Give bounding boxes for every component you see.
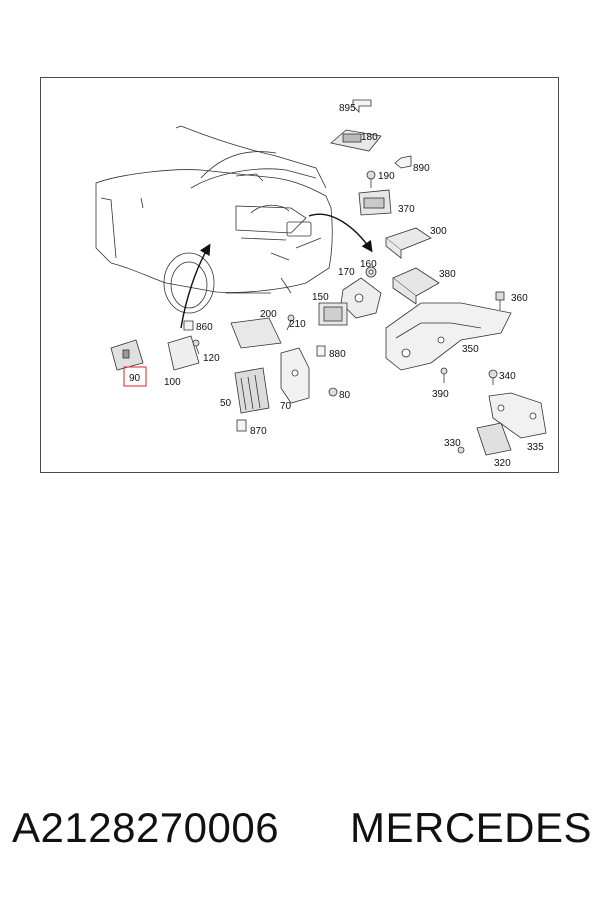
footer: A2128270006 MERCEDES: [0, 800, 600, 860]
part-100-module: [167, 335, 200, 371]
callout-210: 210: [289, 319, 306, 330]
part-160-washer: [365, 266, 377, 278]
part-70-bracket: [280, 347, 310, 404]
brand-name: MERCEDES: [350, 804, 593, 851]
part-360-screw: [495, 291, 505, 310]
callout-380: 380: [439, 269, 456, 280]
part-120-screw: [192, 339, 200, 355]
part-335-bracket: [488, 392, 547, 439]
part-330-screw: [457, 446, 465, 454]
callout-320: 320: [494, 458, 511, 469]
part-880-tag: [316, 345, 326, 357]
callout-300: 300: [430, 226, 447, 237]
part-370-module: [358, 189, 392, 216]
part-890-tag: [394, 155, 412, 169]
part-200-module: [230, 317, 282, 349]
callout-70: 70: [280, 401, 292, 412]
callout-370: 370: [398, 204, 415, 215]
arrow-right: [308, 213, 373, 253]
callout-190: 190: [378, 171, 395, 182]
part-80-nut: [328, 387, 338, 397]
part-150-module: [318, 302, 348, 326]
callout-860: 860: [196, 322, 213, 333]
part-390-screw: [440, 367, 448, 383]
callout-350: 350: [462, 344, 479, 355]
part-number: A2128270006: [12, 804, 280, 851]
part-300-module: [385, 227, 432, 259]
callout-90: 90: [129, 373, 141, 384]
callout-340: 340: [499, 371, 516, 382]
callout-360: 360: [511, 293, 528, 304]
callout-180: 180: [361, 132, 378, 143]
arrow-left: [180, 243, 211, 329]
car-outline: [95, 125, 333, 314]
part-90-module: [110, 339, 144, 371]
part-870-tag: [236, 419, 247, 432]
callout-330: 330: [444, 438, 461, 449]
parts-diagram-frame: 895 180 890 190 370 300 160 170 380 360 …: [40, 77, 559, 473]
part-50-module: [234, 367, 270, 414]
callout-895: 895: [339, 103, 356, 114]
callout-80: 80: [339, 390, 351, 401]
callout-890: 890: [413, 163, 430, 174]
callout-90-highlight: [123, 366, 147, 387]
callout-880: 880: [329, 349, 346, 360]
part-350-carrier: [385, 302, 512, 371]
part-320-module: [476, 422, 512, 456]
part-895-tag: [352, 99, 372, 113]
part-190-screw: [366, 170, 376, 188]
callout-120: 120: [203, 353, 220, 364]
part-380-module: [392, 267, 440, 305]
callout-160: 160: [360, 259, 377, 270]
callout-50: 50: [220, 398, 232, 409]
callout-100: 100: [164, 377, 181, 388]
callout-870: 870: [250, 426, 267, 437]
parts-exploded-diagram: 895 180 890 190 370 300 160 170 380 360 …: [95, 99, 547, 469]
callout-390: 390: [432, 389, 449, 400]
part-860-tag: [183, 320, 194, 331]
callout-150: 150: [312, 292, 329, 303]
part-180-module: [330, 129, 382, 152]
callout-170: 170: [338, 267, 355, 278]
part-210-screw: [286, 314, 295, 331]
callout-200: 200: [260, 309, 277, 320]
callout-335: 335: [527, 442, 544, 453]
part-340-screw: [488, 369, 498, 385]
